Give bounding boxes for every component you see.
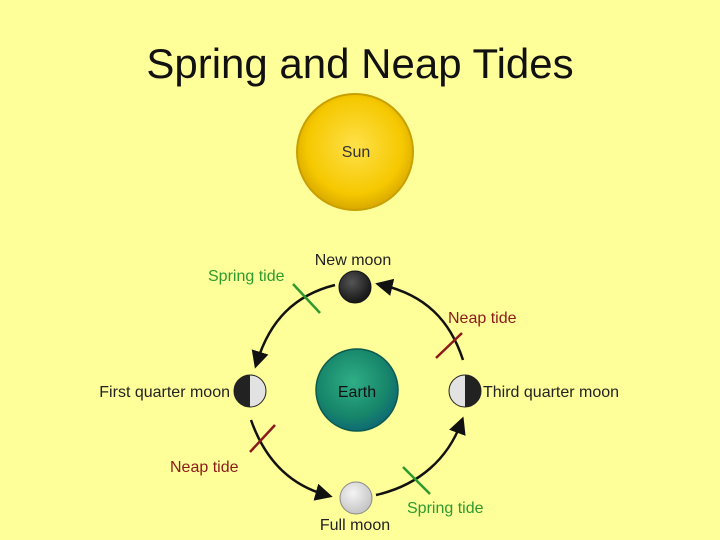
- page-title: Spring and Neap Tides: [146, 40, 574, 87]
- orbit-arrow-bottom-right: [375, 416, 466, 497]
- orbit-arrow-top-right: [375, 278, 465, 361]
- neap-tide-marker-right: [435, 332, 463, 359]
- first-quarter-moon-label: First quarter moon: [99, 384, 230, 401]
- new-moon-icon: [338, 270, 372, 304]
- spring-tide-label-top: Spring tide: [208, 268, 285, 285]
- neap-tide-marker-left: [249, 424, 276, 453]
- orbit-arrow-bottom-left: [249, 419, 333, 501]
- sun-label: Sun: [342, 144, 370, 161]
- orbit-arrow-top-left: [251, 283, 336, 369]
- first-quarter-moon-icon: [233, 374, 267, 408]
- third-quarter-moon-label: Third quarter moon: [483, 384, 619, 401]
- earth-label: Earth: [338, 384, 376, 401]
- neap-tide-label-left: Neap tide: [170, 459, 239, 476]
- new-moon-label: New moon: [315, 252, 391, 269]
- full-moon-label: Full moon: [320, 517, 390, 534]
- spring-tide-marker-top: [292, 283, 321, 314]
- full-moon-icon: [339, 481, 373, 515]
- neap-tide-label-right: Neap tide: [448, 310, 517, 327]
- earth-icon: [315, 348, 399, 432]
- spring-tide-label-bottom: Spring tide: [407, 500, 484, 517]
- third-quarter-moon-icon: [448, 374, 482, 408]
- sun-icon: [296, 93, 414, 211]
- spring-tide-marker-bottom: [402, 466, 431, 495]
